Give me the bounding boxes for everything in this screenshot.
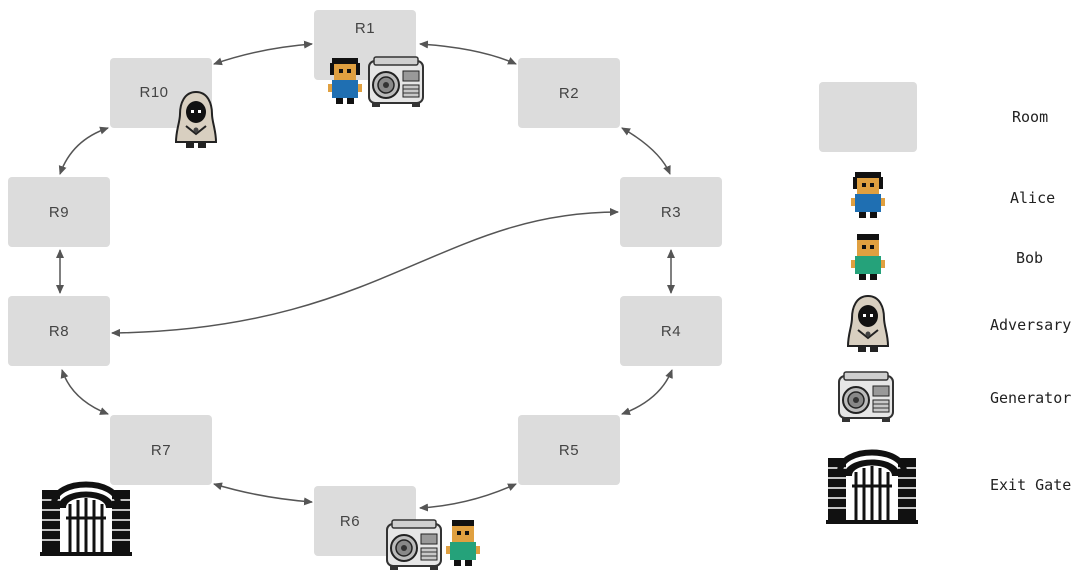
room-label: R5 bbox=[558, 441, 580, 459]
room-label: R6 bbox=[339, 512, 361, 530]
room-label: R1 bbox=[354, 19, 376, 37]
room-label: R9 bbox=[48, 203, 70, 221]
room-label: R10 bbox=[139, 83, 169, 101]
edge-r6-r7 bbox=[213, 482, 313, 506]
edge-r10-r1 bbox=[213, 40, 313, 66]
room-r8: R8 bbox=[8, 296, 110, 366]
adversary-icon bbox=[174, 90, 218, 148]
room-label: R8 bbox=[48, 322, 70, 340]
legend-adversary-label: Adversary bbox=[990, 316, 1072, 334]
room-r2: R2 bbox=[518, 58, 620, 128]
legend-exit-gate-icon bbox=[826, 449, 918, 524]
legend-alice-icon bbox=[851, 172, 885, 218]
legend-bob-icon bbox=[851, 234, 885, 280]
edge-r3-r8 bbox=[111, 208, 619, 337]
edge-r1-r2 bbox=[419, 40, 517, 65]
room-r9: R9 bbox=[8, 177, 110, 247]
room-label: R2 bbox=[558, 84, 580, 102]
edge-r4-r5 bbox=[621, 369, 673, 415]
legend-exit-gate-label: Exit Gate bbox=[990, 476, 1072, 494]
edge-r2-r3 bbox=[621, 127, 671, 175]
room-label: R3 bbox=[660, 203, 682, 221]
edge-r9-r10 bbox=[58, 126, 109, 175]
legend-room-label: Room bbox=[1012, 108, 1049, 126]
legend-generator-label: Generator bbox=[990, 389, 1072, 407]
generator-icon bbox=[368, 56, 424, 107]
room-label: R4 bbox=[660, 322, 682, 340]
edge-r7-r8 bbox=[60, 369, 109, 415]
bob-icon bbox=[446, 520, 480, 566]
room-r4: R4 bbox=[620, 296, 722, 366]
legend-alice-label: Alice bbox=[1010, 189, 1056, 207]
room-label: R7 bbox=[150, 441, 172, 459]
alice-icon bbox=[328, 58, 362, 104]
legend-adversary-icon bbox=[846, 294, 890, 352]
generator-icon bbox=[386, 519, 442, 570]
room-r7: R7 bbox=[110, 415, 212, 485]
edge-r5-r6 bbox=[419, 483, 517, 512]
exit-gate-icon bbox=[40, 481, 132, 556]
legend-generator-icon bbox=[838, 371, 894, 422]
legend-bob-label: Bob bbox=[1016, 249, 1044, 267]
room-r3: R3 bbox=[620, 177, 722, 247]
legend-room-swatch bbox=[819, 82, 917, 152]
room-r5: R5 bbox=[518, 415, 620, 485]
